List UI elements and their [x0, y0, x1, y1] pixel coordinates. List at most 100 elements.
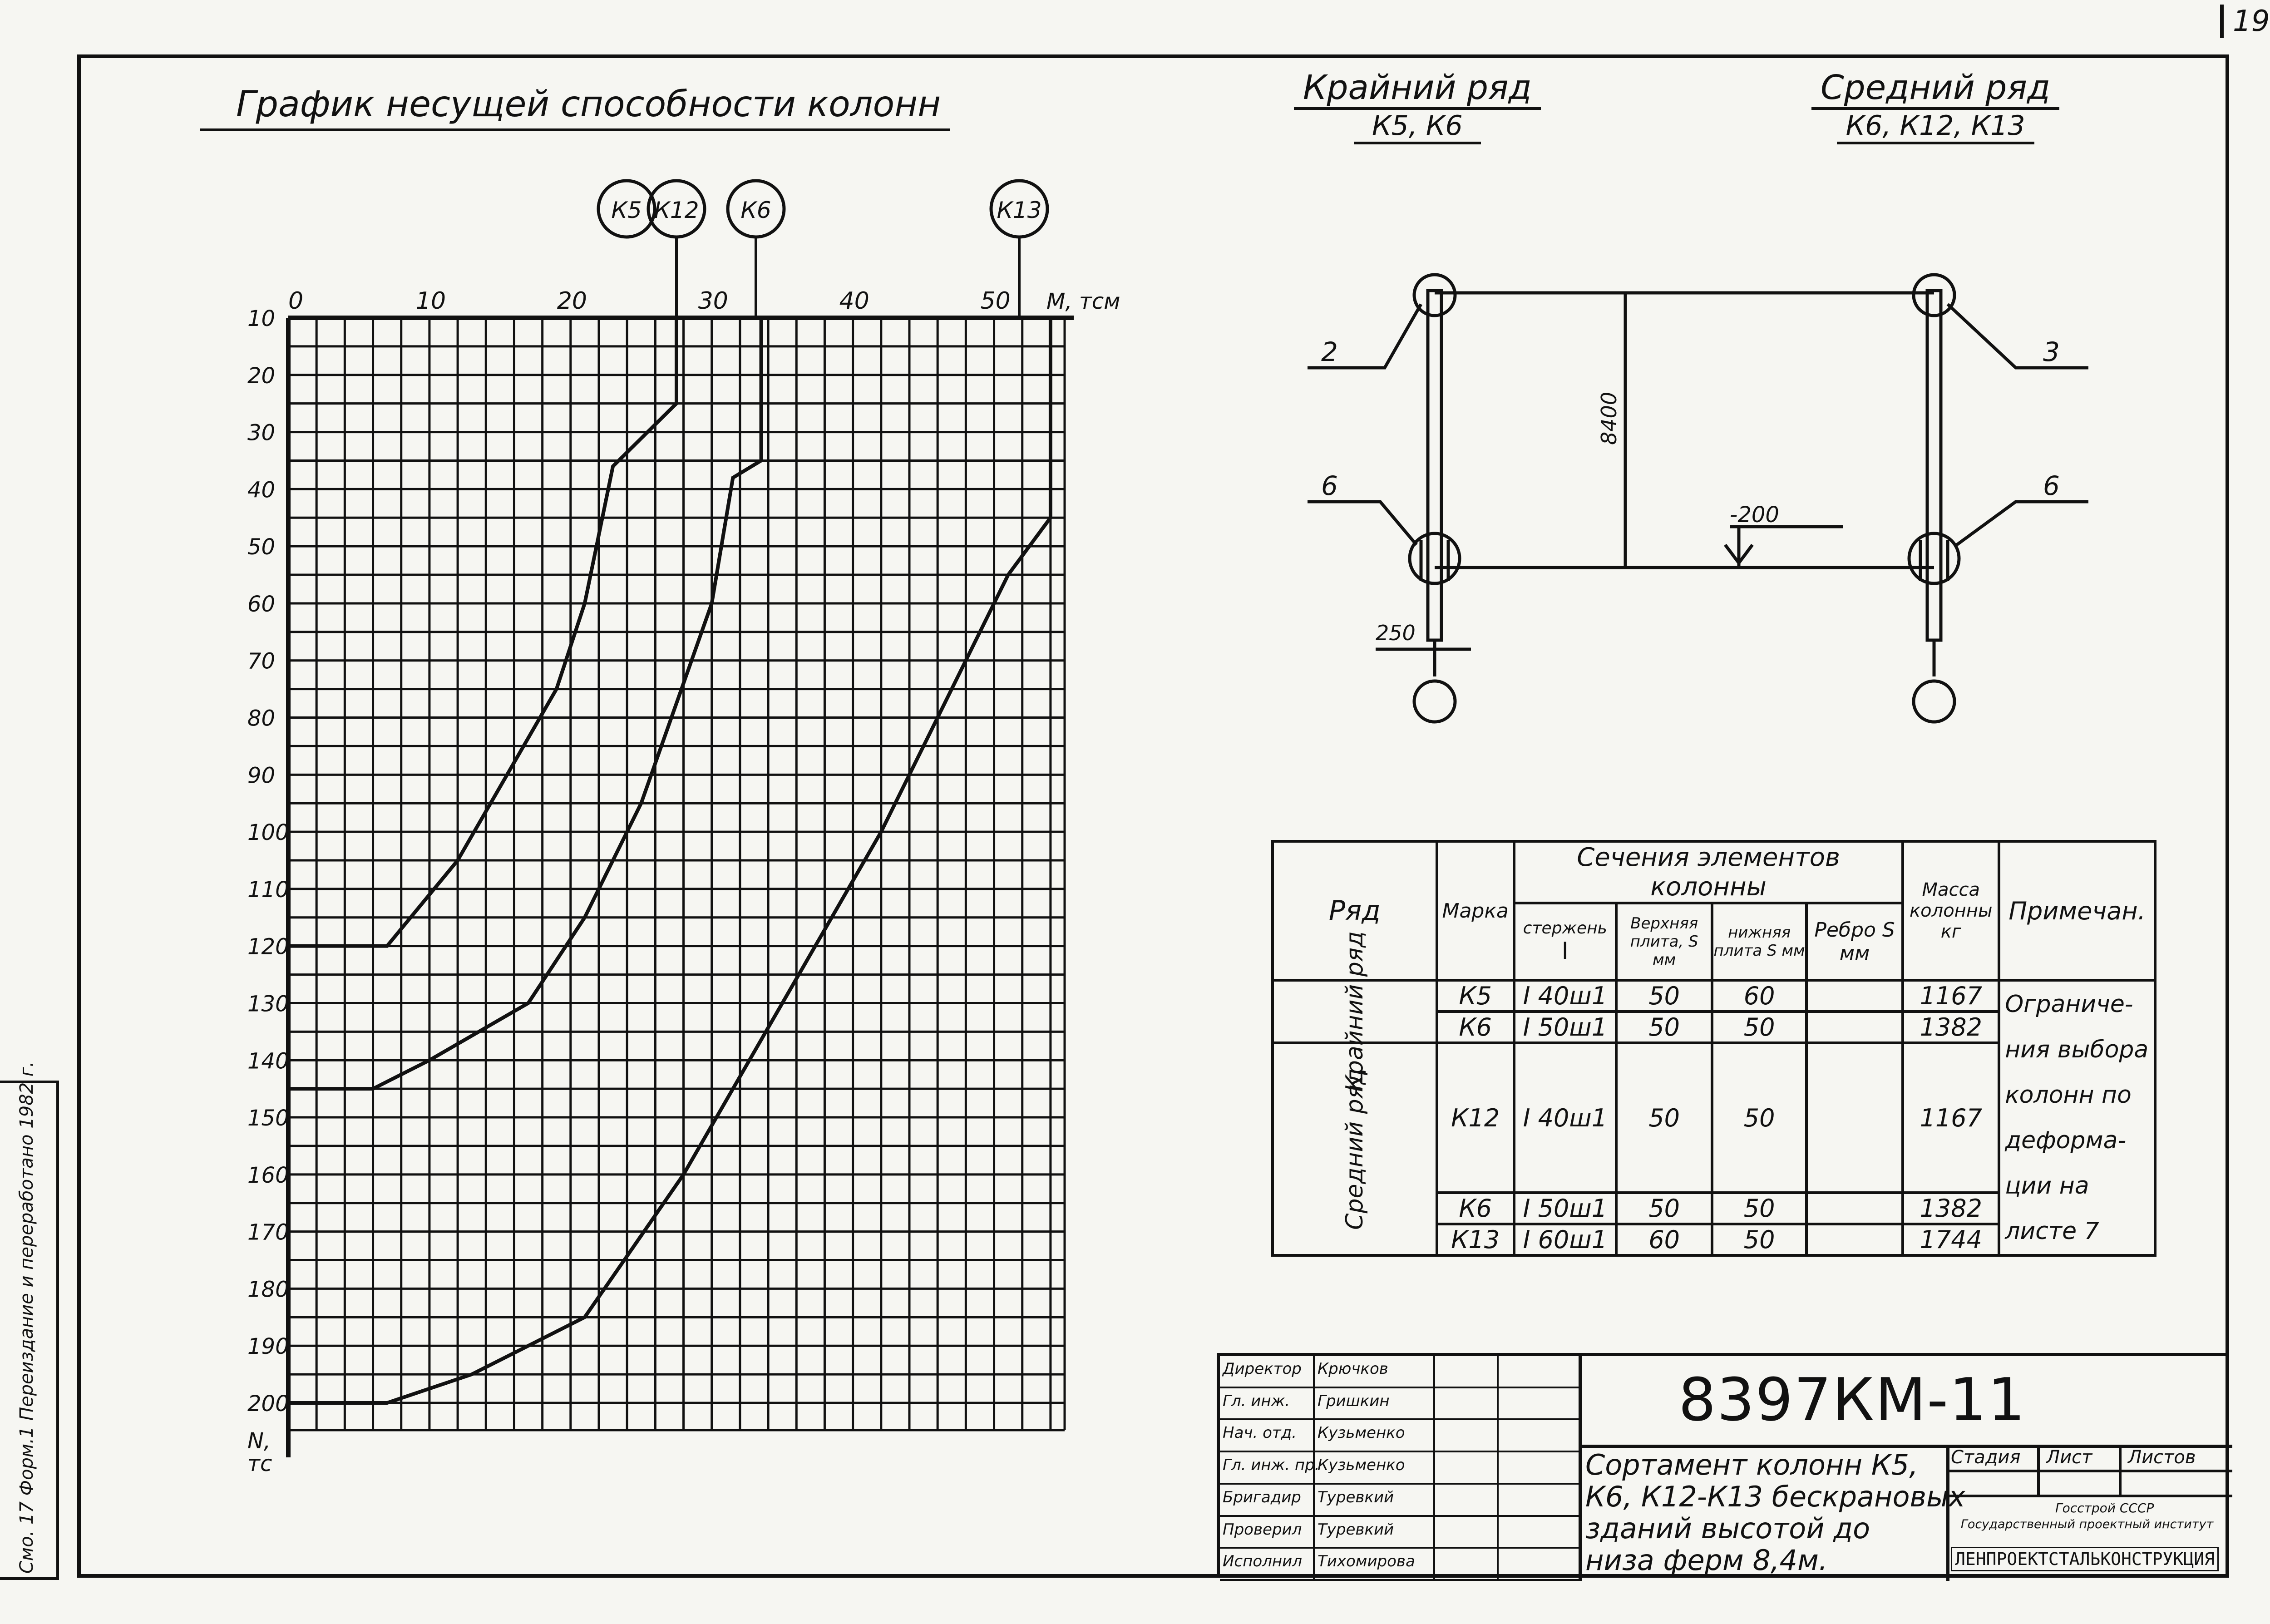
y-tick-label: 130 [247, 991, 289, 1017]
cell-rib [1805, 1223, 1905, 1257]
table-row: К6 I 50ш1 50 50 1382 [1273, 1191, 2155, 1225]
cell-rod: I 60ш1 [1512, 1223, 1618, 1257]
cell-bottom: 50 [1711, 1191, 1808, 1225]
y-tick-label: 140 [247, 1048, 289, 1074]
edge-row-header: Крайний ряд К5, К6 [1294, 68, 1541, 144]
leader-2 [1308, 303, 1423, 370]
x-tick-label: 40 [839, 287, 869, 315]
signature-name: Туревкий [1318, 1520, 1394, 1539]
signature-name: Крючков [1318, 1360, 1388, 1378]
drawing-frame [77, 54, 2229, 1578]
y-tick-label: 150 [247, 1106, 289, 1131]
signature-role: Гл. инж. [1223, 1392, 1290, 1410]
cell-mark: К6 [1435, 1191, 1515, 1225]
signature-name: Туревкий [1318, 1488, 1394, 1506]
y-tick-label: 90 [247, 763, 275, 788]
cell-bottom: 50 [1711, 1223, 1808, 1257]
curve-marker-label: К5 [611, 197, 642, 223]
th-rod-label: стержень [1523, 918, 1607, 938]
th-rib: Ребро S мм [1805, 902, 1905, 982]
signature-row: Гл. инж. Гришкин [1220, 1388, 1579, 1421]
x-tick-label: 50 [981, 287, 1011, 315]
frame-elevation: 2 6 3 6 -200 250 8400 [1308, 273, 2088, 724]
table-row: К13 I 60ш1 60 50 1744 [1273, 1223, 2155, 1257]
left-column [1426, 289, 1443, 642]
table-row: Крайний ряд К5 I 40ш1 50 60 1167 Огранич… [1271, 931, 2156, 1257]
curve-marker [597, 179, 656, 239]
series-line [288, 318, 1052, 1405]
th-mark: Марка [1435, 840, 1515, 982]
left-bottom-node [1408, 532, 1461, 585]
y-tick-label: 110 [247, 877, 289, 903]
curve-marker-label: К13 [997, 197, 1041, 223]
cell-rib [1805, 1191, 1905, 1225]
cell-mass: 1167 [1901, 1042, 2001, 1194]
cell-rod: I 40ш1 [1512, 1042, 1618, 1194]
signature-name: Тихомирова [1318, 1552, 1415, 1571]
th-sections: Сечения элементов колонны [1512, 840, 1905, 904]
cell-bottom: 60 [1711, 979, 1808, 1013]
cell-mass: 1167 [1901, 979, 2001, 1013]
cell-mass: 1382 [1901, 1191, 2001, 1225]
signature-role: Гл. инж. пр. [1223, 1456, 1320, 1475]
group-edge: Крайний ряд [1271, 931, 1438, 1092]
chart-title: График несущей способности колонн [200, 84, 950, 131]
page-number: 19 [2220, 5, 2270, 38]
middle-row-title: Средний ряд [1811, 68, 2060, 110]
x-tick-label: 20 [557, 287, 587, 315]
th-rod-symbol: I [1561, 937, 1569, 965]
curve-marker-label: К6 [740, 197, 771, 223]
th-mass: Масса колонны кг [1901, 840, 2001, 982]
cell-note: Ограниче- ния выбора колонн по деформа- … [1998, 979, 2156, 1257]
cell-top: 50 [1614, 1191, 1714, 1225]
y-tick-label: 120 [247, 934, 289, 960]
table-row: Средний ряд К12 I 40ш1 50 50 1167 [1271, 1042, 2155, 1257]
cell-top: 50 [1614, 1010, 1714, 1044]
org-line1: Госстрой СССР [2055, 1501, 2154, 1515]
section-table: Ряд Марка Сечения элементов колонны Масс… [1271, 840, 2156, 1257]
left-axis-marker [1412, 679, 1457, 724]
org-line2: Государственный проектный институт [1960, 1517, 2214, 1531]
middle-row-header: Средний ряд К6, К12, К13 [1811, 68, 2060, 144]
cell-mark: К13 [1435, 1223, 1515, 1257]
label-6-right: 6 [2043, 470, 2060, 501]
curve-marker-label: К12 [654, 197, 699, 223]
x-tick-label: 0 [288, 287, 303, 315]
cell-rib [1805, 979, 1905, 1013]
cell-bottom: 50 [1711, 1042, 1808, 1194]
signature-role: Нач. отд. [1223, 1424, 1297, 1442]
y-tick-label: 180 [247, 1277, 289, 1302]
signature-name: Гришкин [1318, 1392, 1390, 1410]
th-top-plate: Верхняя плита, S мм [1614, 902, 1714, 982]
label-6-left: 6 [1321, 470, 1338, 501]
cell-top: 50 [1614, 979, 1714, 1013]
cell-top: 50 [1614, 1042, 1714, 1194]
right-axis-marker [1912, 679, 1956, 724]
table-row: К6 I 50ш1 50 50 1382 [1273, 1010, 2155, 1044]
y-tick-label: 100 [247, 820, 289, 845]
cell-mark: К5 [1435, 979, 1515, 1013]
y-tick-label: 70 [247, 649, 275, 674]
th-rod: стержень I [1512, 902, 1618, 982]
y-tick-label: 170 [247, 1220, 289, 1245]
y-tick-label: 30 [247, 420, 275, 446]
leader-3 [1946, 303, 2088, 370]
y-tick-label: 20 [247, 363, 275, 389]
y-axis-label: N, [247, 1428, 271, 1454]
cell-bottom: 50 [1711, 1010, 1808, 1044]
label-3: 3 [2043, 336, 2060, 367]
y-tick-label: 60 [247, 592, 275, 617]
cell-rod: I 50ш1 [1512, 1191, 1618, 1225]
cell-rod: I 50ш1 [1512, 1010, 1618, 1044]
y-tick-label: 10 [247, 306, 275, 331]
leader-6-left [1308, 500, 1418, 546]
org-name: ЛЕНПРОЕКТСТАЛЬКОНСТРУКЦИЯ [1951, 1547, 2219, 1571]
series-line [288, 318, 678, 948]
right-bottom-node [1907, 532, 1961, 585]
